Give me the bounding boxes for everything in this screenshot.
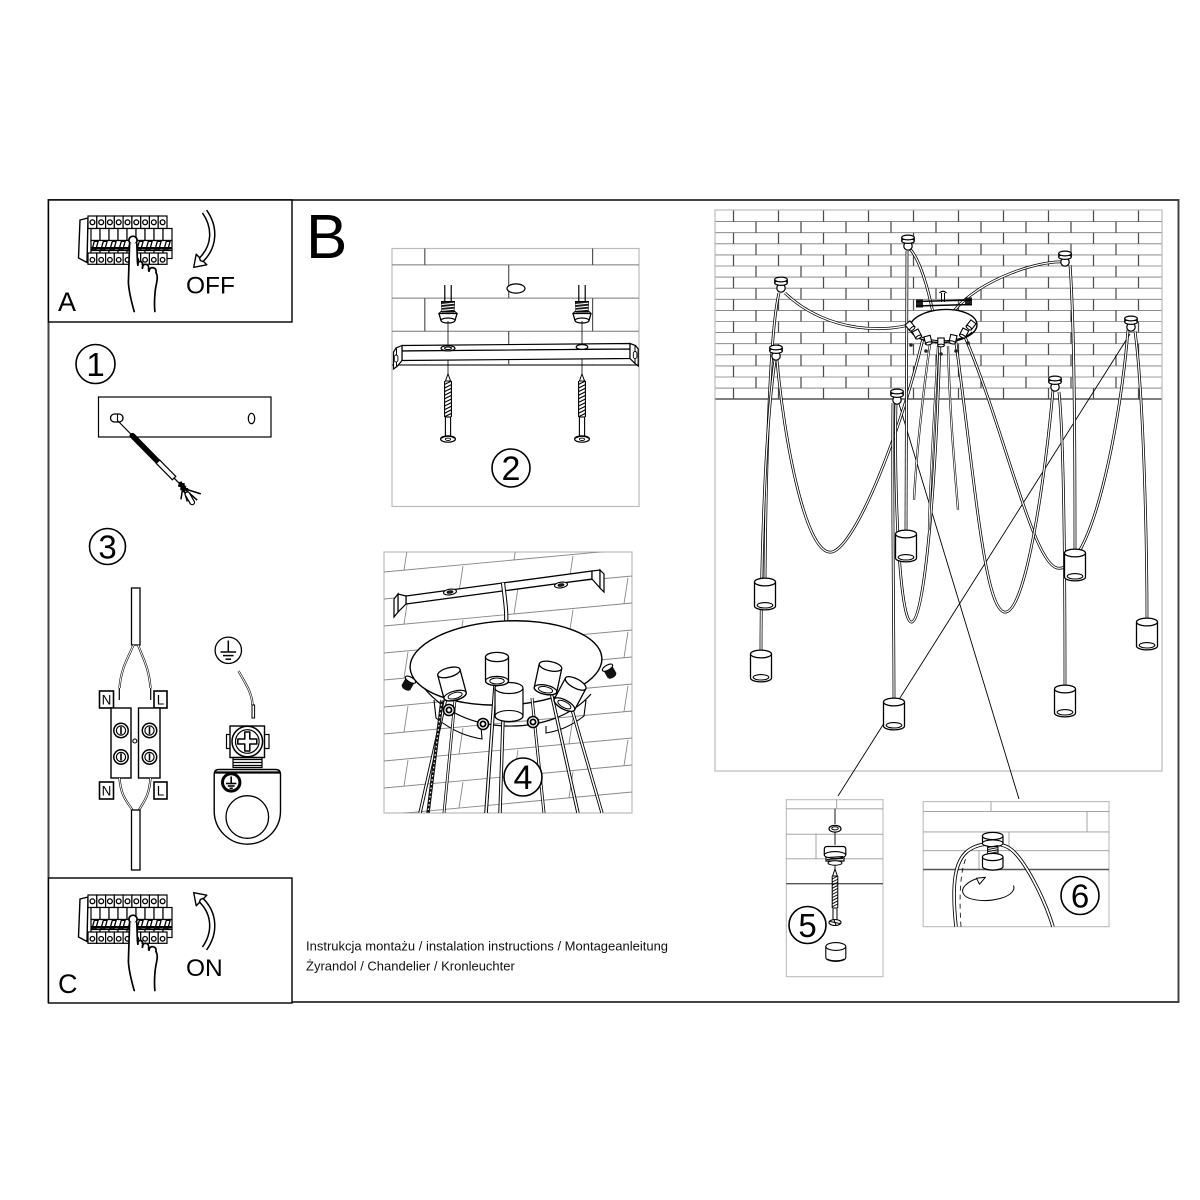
- svg-text:A: A: [58, 287, 76, 317]
- svg-text:N: N: [102, 693, 112, 708]
- svg-text:3: 3: [98, 528, 116, 565]
- svg-text:B: B: [306, 203, 347, 272]
- svg-text:OFF: OFF: [186, 273, 235, 300]
- svg-text:L: L: [157, 693, 165, 708]
- svg-text:6: 6: [1071, 877, 1089, 914]
- svg-text:ON: ON: [186, 955, 223, 982]
- svg-text:Żyrandol / Chandelier / Kronle: Żyrandol / Chandelier / Kronleuchter: [306, 959, 516, 974]
- svg-text:2: 2: [502, 450, 521, 488]
- svg-text:1: 1: [86, 346, 104, 383]
- svg-text:N: N: [102, 784, 112, 799]
- svg-text:C: C: [58, 969, 78, 999]
- svg-text:5: 5: [798, 907, 816, 944]
- svg-text:L: L: [157, 784, 165, 799]
- svg-text:4: 4: [514, 759, 533, 797]
- svg-text:Instrukcja montażu / instalati: Instrukcja montażu / instalation instruc…: [306, 939, 668, 954]
